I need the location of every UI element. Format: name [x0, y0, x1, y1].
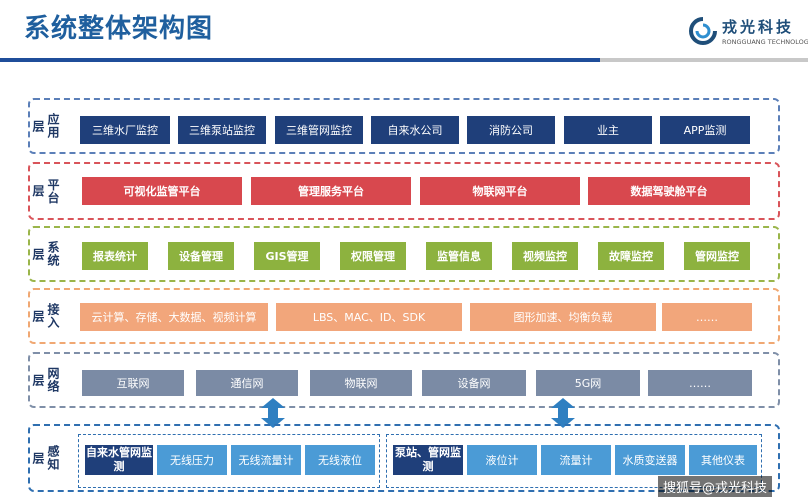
- system-item: 监管信息: [426, 242, 492, 270]
- platform-item: 可视化监管平台: [82, 177, 242, 205]
- system-item: 设备管理: [168, 242, 234, 270]
- system-item: 视频监控: [512, 242, 578, 270]
- access-item: 图形加速、均衡负载: [470, 303, 656, 331]
- layer-label: 感知层: [31, 445, 60, 471]
- double-arrow-icon: [261, 398, 285, 428]
- network-item: 互联网: [82, 370, 184, 396]
- sensing-item: 流量计: [541, 445, 611, 475]
- sensing-item: 无线流量计: [231, 445, 301, 475]
- sensing-item: 无线液位: [305, 445, 375, 475]
- access-item: 云计算、存储、大数据、视频计算: [80, 303, 268, 331]
- logo-subtitle: RONGGUANG TECHNOLOGY: [722, 38, 808, 46]
- system-item: 故障监控: [598, 242, 664, 270]
- system-item: 权限管理: [340, 242, 406, 270]
- platform-item: 管理服务平台: [251, 177, 411, 205]
- access-item: LBS、MAC、ID、SDK: [276, 303, 462, 331]
- network-item: 通信网: [196, 370, 298, 396]
- network-layer: 网络层 互联网 通信网 物联网 设备网 5G网 ……: [28, 352, 780, 408]
- sensing-item: 无线压力: [157, 445, 227, 475]
- app-item: APP监测: [660, 116, 750, 144]
- double-arrow-icon: [551, 398, 575, 428]
- sensing-item: 自来水管网监测: [85, 445, 153, 475]
- app-item: 消防公司: [467, 116, 555, 144]
- network-item: 5G网: [536, 370, 640, 396]
- app-item: 三维泵站监控: [178, 116, 266, 144]
- sensing-layer: 感知层 自来水管网监测 无线压力 无线流量计 无线液位 泵站、管网监测 液位计 …: [28, 424, 780, 492]
- access-item: ……: [662, 303, 752, 331]
- sensing-item: 泵站、管网监测: [393, 445, 463, 475]
- network-item: 物联网: [310, 370, 412, 396]
- page-title: 系统整体架构图: [24, 14, 214, 44]
- header-rule-gray: [600, 58, 808, 62]
- platform-item: 数据驾驶舱平台: [588, 177, 750, 205]
- sensing-group-left: 自来水管网监测 无线压力 无线流量计 无线液位: [78, 434, 380, 488]
- app-item: 三维管网监控: [275, 116, 363, 144]
- watermark: 搜狐号@戎光科技: [658, 476, 773, 497]
- app-item: 业主: [564, 116, 652, 144]
- sensing-item: 其他仪表: [689, 445, 757, 475]
- layer-label: 接入层: [31, 303, 60, 329]
- access-layer: 接入层 云计算、存储、大数据、视频计算 LBS、MAC、ID、SDK 图形加速、…: [28, 288, 780, 344]
- company-logo: 戎光科技 RONGGUANG TECHNOLOGY: [688, 14, 808, 54]
- layer-label: 系统层: [31, 241, 60, 267]
- network-item: 设备网: [422, 370, 526, 396]
- platform-layer: 平台层 可视化监管平台 管理服务平台 物联网平台 数据驾驶舱平台: [28, 162, 780, 220]
- sensing-item: 水质变送器: [615, 445, 685, 475]
- app-item: 自来水公司: [371, 116, 459, 144]
- app-item: 三维水厂监控: [80, 116, 170, 144]
- header-rule: [0, 58, 600, 62]
- layer-label: 网络层: [31, 367, 60, 393]
- platform-item: 物联网平台: [420, 177, 580, 205]
- layer-label: 平台层: [31, 178, 60, 204]
- sensing-item: 液位计: [467, 445, 537, 475]
- system-item: 管网监控: [684, 242, 750, 270]
- network-item: ……: [648, 370, 752, 396]
- sensing-group-right: 泵站、管网监测 液位计 流量计 水质变送器 其他仪表: [386, 434, 762, 488]
- application-layer: 应用层 三维水厂监控 三维泵站监控 三维管网监控 自来水公司 消防公司 业主 A…: [28, 98, 780, 154]
- layer-label: 应用层: [31, 113, 60, 139]
- logo-name: 戎光科技: [722, 18, 795, 36]
- system-item: GIS管理: [254, 242, 320, 270]
- system-item: 报表统计: [82, 242, 148, 270]
- system-layer: 系统层 报表统计 设备管理 GIS管理 权限管理 监管信息 视频监控 故障监控 …: [28, 226, 780, 282]
- logo-icon: [689, 17, 717, 45]
